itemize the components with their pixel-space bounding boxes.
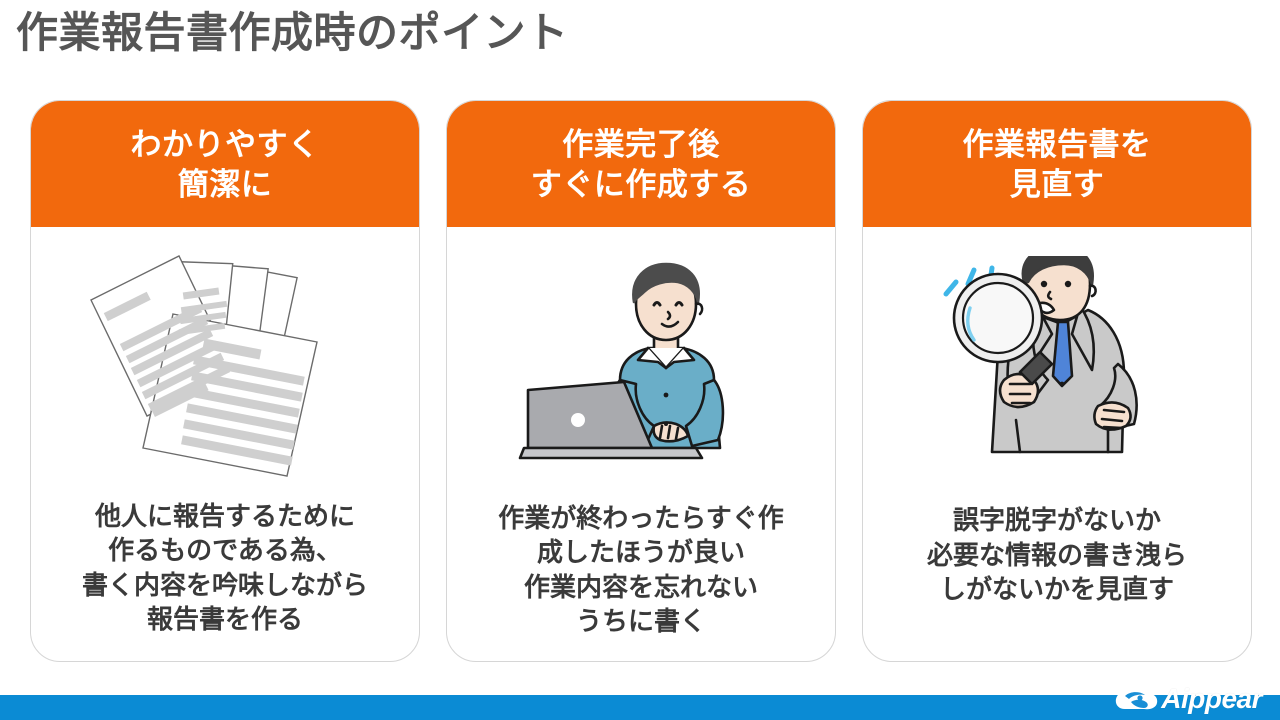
- point-card-1: わかりやすく 簡潔に: [30, 100, 420, 662]
- brand-logo: Aippear: [1115, 678, 1262, 718]
- point-card-1-illustration: [31, 227, 419, 499]
- page-title: 作業報告書作成時のポイント: [16, 9, 569, 56]
- point-card-2-header: 作業完了後 すぐに作成する: [447, 101, 835, 227]
- man-typing-laptop-icon: [518, 263, 725, 460]
- point-card-3-illustration: [863, 227, 1251, 503]
- footer-bar: [0, 695, 1280, 720]
- point-card-2: 作業完了後 すぐに作成する: [446, 100, 836, 662]
- points-card-grid: わかりやすく 簡潔に: [30, 100, 1252, 662]
- stacked-documents-icon: [90, 255, 318, 478]
- point-card-1-header: わかりやすく 簡潔に: [31, 101, 419, 227]
- brand-name: Aippear: [1161, 683, 1262, 714]
- man-magnifying-glass-icon: [943, 256, 1138, 454]
- point-card-3: 作業報告書を 見直す: [862, 100, 1252, 662]
- point-card-2-body: 作業が終わったらすぐ作 成したほうが良い 作業内容を忘れない うちに書く: [498, 502, 784, 637]
- point-card-3-body: 誤字脱字がないか 必要な情報の書き洩ら しがないかを見直す: [926, 505, 1187, 605]
- cloud-swoosh-logo-icon: [1116, 686, 1158, 710]
- point-card-3-header: 作業報告書を 見直す: [863, 101, 1251, 227]
- point-card-2-illustration: [447, 227, 835, 501]
- point-card-1-body: 他人に報告するために 作るものである為、 書く内容を吟味しながら 報告書を作る: [81, 500, 368, 635]
